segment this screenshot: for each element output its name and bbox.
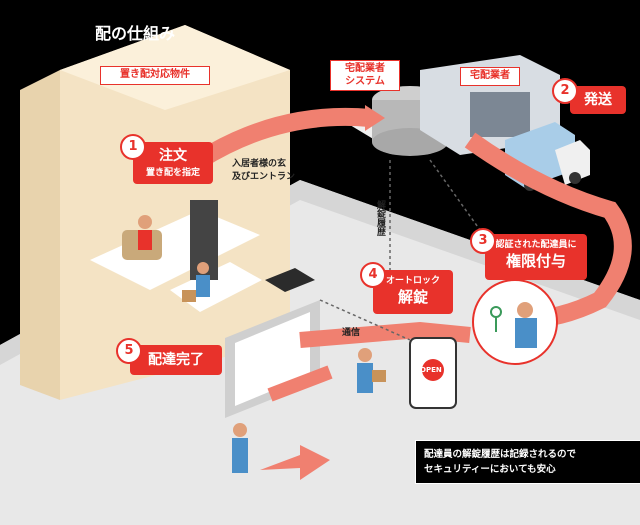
security-note: 配達員の解錠履歴は記録されるので セキュリティーにおいても安心 <box>415 440 640 485</box>
courier-head-2 <box>358 348 372 362</box>
truck-cab <box>555 140 590 185</box>
step-2-number: 2 <box>552 78 578 104</box>
step-1-title: 注文 <box>159 148 187 164</box>
building-label: 置き配対応物件 <box>100 66 210 85</box>
building-side <box>20 70 60 400</box>
step-1-sub: 置き配を指定 <box>145 168 200 178</box>
phone-open-label: OPEN <box>420 366 442 374</box>
step-3-sub: 認証された配達員に <box>495 240 577 250</box>
system-label: 宅配業者 システム <box>330 60 400 91</box>
company-label: 宅配業者 <box>460 67 520 86</box>
courier-head-3 <box>233 423 247 437</box>
arrow-entrance <box>267 365 333 402</box>
courier-body-2 <box>357 363 373 393</box>
step-4-sub: オートロック <box>385 276 440 286</box>
courier-head-4 <box>517 302 533 318</box>
package-1 <box>182 290 196 302</box>
step-1-number: 1 <box>120 134 146 160</box>
courier-body-1 <box>196 275 210 297</box>
step-4-box: オートロック 解錠 <box>373 270 453 314</box>
building-front <box>60 25 290 400</box>
step-3-title: 権限付与 <box>505 252 566 270</box>
step-5-box: 配達完了 <box>130 345 222 375</box>
connector-authorize <box>429 159 481 231</box>
step-1-box: 注文 置き配を指定 <box>133 142 213 184</box>
courier-head-1 <box>197 262 209 274</box>
courier-body-4 <box>515 318 537 348</box>
autolock-device <box>265 268 315 292</box>
unlock-history-label: 解錠履歴 <box>375 200 385 236</box>
step-3-box: 認証された配達員に 権限付与 <box>485 234 587 280</box>
warehouse-door <box>470 92 530 137</box>
comm-label: 通信 <box>342 328 361 338</box>
arrow-exit <box>260 445 330 480</box>
arrow-delivery <box>299 321 471 348</box>
package-2 <box>372 370 386 382</box>
diagram-title: 配の仕組み <box>95 24 176 43</box>
resident-entrance-label: 入居者様の玄 及びエントラン <box>232 159 296 182</box>
step-4-title: 解錠 <box>397 288 428 306</box>
connector-comm <box>319 299 411 341</box>
step-3-number: 3 <box>470 228 496 254</box>
arrow-order-to-system <box>195 107 371 168</box>
courier-body-3 <box>232 438 248 473</box>
truck-wheel-2 <box>569 172 581 184</box>
step-5-number: 5 <box>116 338 142 364</box>
resident-head <box>138 215 152 229</box>
step-2-box: 発送 <box>570 86 626 114</box>
resident-body <box>138 230 152 250</box>
open-button-icon <box>422 359 444 381</box>
arrowhead-system <box>365 105 385 131</box>
arrow-shipping <box>464 132 632 329</box>
step-4-number: 4 <box>360 262 386 288</box>
